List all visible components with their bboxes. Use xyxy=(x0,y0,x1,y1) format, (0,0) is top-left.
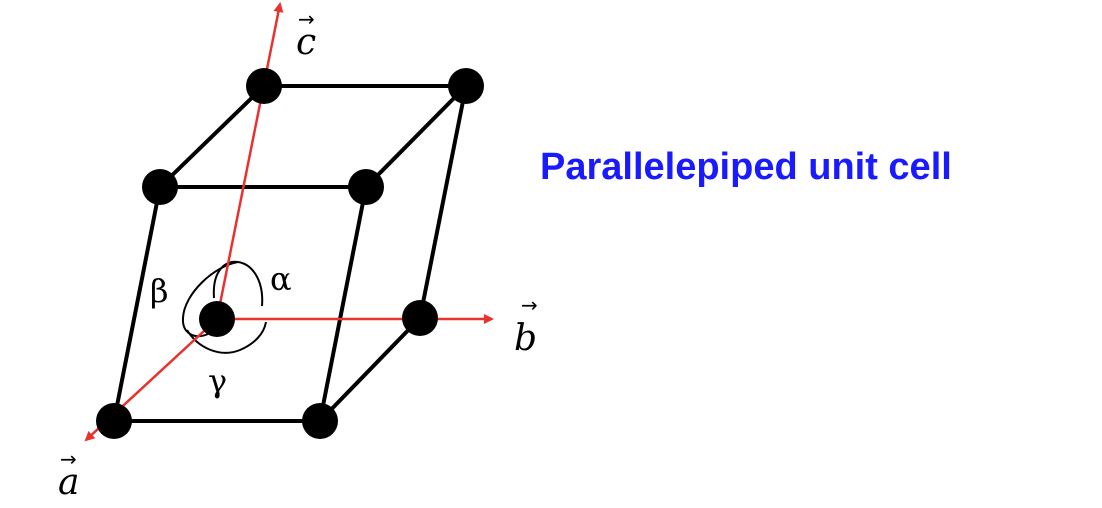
vector-arrow-b: → xyxy=(521,293,538,317)
vector-label-c: c xyxy=(296,22,316,63)
lattice-points xyxy=(96,68,484,439)
angle-label-gamma: γ xyxy=(208,362,227,400)
angle-label-beta: β xyxy=(150,272,169,310)
arc-gamma xyxy=(186,321,267,354)
atom-top-front-left xyxy=(142,169,178,205)
edge-top-left xyxy=(158,84,266,189)
axis-vectors xyxy=(84,2,494,442)
edge-top-right xyxy=(364,84,468,189)
atom-bottom-back-right xyxy=(402,300,438,336)
vector-arrow-c: → xyxy=(298,7,315,31)
edge-vertical-front-right xyxy=(318,185,368,423)
atom-top-front-right xyxy=(348,169,384,205)
arc-beta xyxy=(181,261,239,338)
atom-top-back-left xyxy=(246,68,282,104)
angle-arcs xyxy=(181,260,267,354)
angle-labels: α β γ xyxy=(150,260,292,400)
edge-bottom-right xyxy=(318,316,422,423)
cell-edges xyxy=(112,84,468,423)
atom-top-back-right xyxy=(448,68,484,104)
vector-label-b: b xyxy=(514,318,537,359)
edge-vertical-front-left xyxy=(112,185,162,423)
atom-bottom-front-right xyxy=(302,403,338,439)
vector-arrow-a: → xyxy=(60,447,77,471)
vector-c xyxy=(215,2,284,320)
atom-bottom-front-left xyxy=(96,403,132,439)
angle-label-alpha: α xyxy=(270,260,292,298)
vector-labels: c → b → a → xyxy=(58,7,538,503)
atom-origin xyxy=(199,301,235,337)
diagram-caption: Parallelepiped unit cell xyxy=(540,146,952,188)
vector-label-a: a xyxy=(58,462,79,503)
edge-vertical-back-right xyxy=(418,84,468,320)
